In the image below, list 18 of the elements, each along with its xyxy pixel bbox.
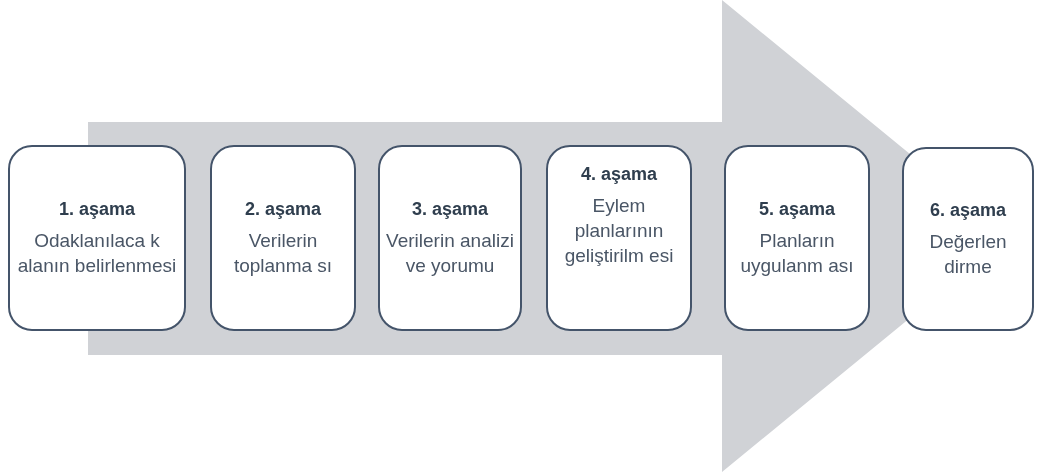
stage-heading: 6. aşama	[928, 199, 1008, 221]
stage-box	[546, 145, 692, 331]
stage-box	[378, 145, 522, 331]
stage-description: Değerlen dirme	[928, 229, 1008, 279]
stage-description: Eylem planlarının geliştirilm esi	[563, 194, 675, 268]
stage-description: Verilerin analizi ve yorumu	[386, 228, 514, 278]
stage-heading: 4. aşama	[579, 164, 659, 185]
stage-box	[210, 145, 356, 331]
stage-description: Planların uygulanm ası	[739, 228, 855, 278]
stage-heading: 3. aşama	[410, 198, 490, 220]
stage-box	[902, 147, 1034, 331]
stage-heading: 2. aşama	[243, 198, 323, 220]
stage-box	[724, 145, 870, 331]
stage-heading: 5. aşama	[757, 198, 837, 220]
stage-box	[8, 145, 186, 331]
stage-description: Odaklanılaca k alanın belirlenmesi	[16, 228, 178, 278]
stage-description: Verilerin toplanma sı	[232, 228, 334, 278]
stage-heading: 1. aşama	[57, 198, 137, 220]
